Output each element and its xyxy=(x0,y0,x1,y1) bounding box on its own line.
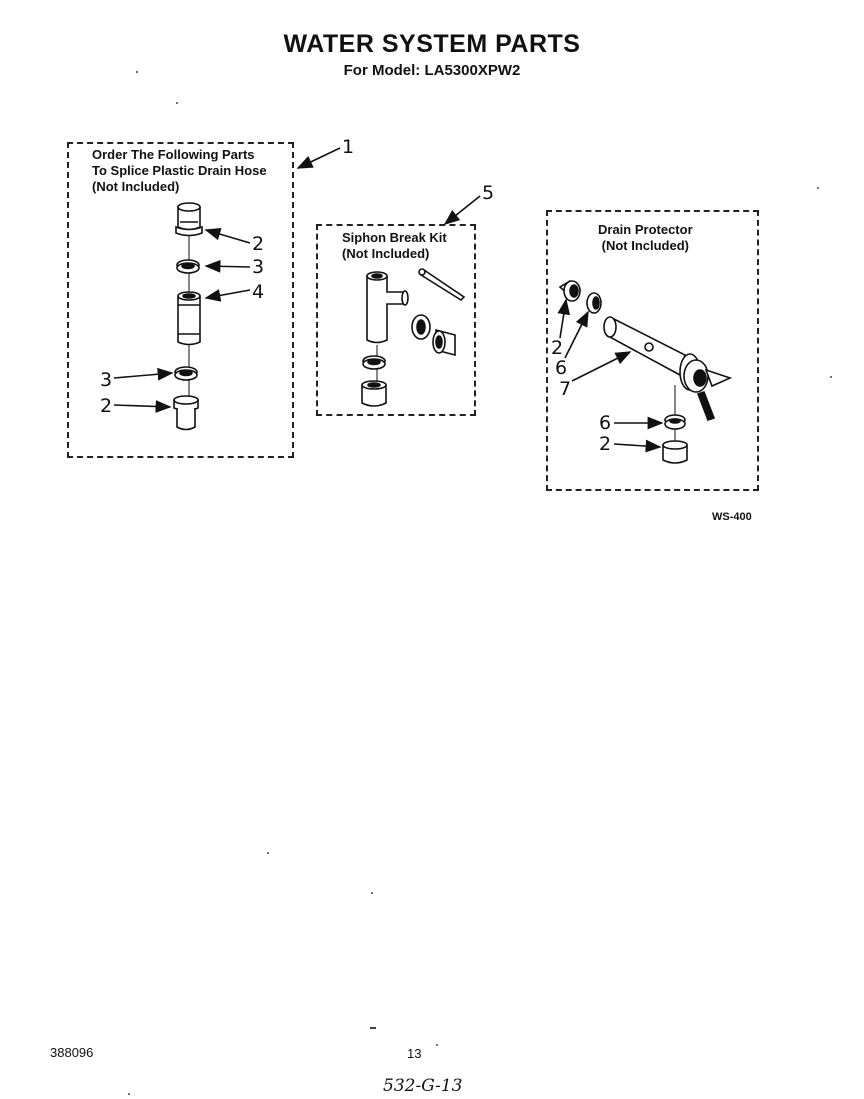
splice-label-line-3: (Not Included) xyxy=(92,179,180,194)
document-number: 388096 xyxy=(50,1045,94,1060)
splice-callout-3-bottom: 3 xyxy=(100,369,113,391)
drain-connector-top xyxy=(558,280,582,302)
siphon-kit-label: Siphon Break Kit (Not Included) xyxy=(342,230,447,262)
siphon-clamp-side xyxy=(411,314,431,340)
drain-connector-bottom xyxy=(662,440,688,464)
drain-protector-label: Drain Protector (Not Included) xyxy=(598,222,693,254)
siphon-connector-bottom xyxy=(361,380,387,407)
siphon-label-line-1: Siphon Break Kit xyxy=(342,230,447,245)
siphon-connector-side xyxy=(432,328,456,357)
splice-callout-4: 4 xyxy=(252,281,265,303)
leader-line-1 xyxy=(296,147,341,169)
drain-clamp-bottom xyxy=(664,414,686,430)
drain-callout-6-bottom: 6 xyxy=(599,412,612,434)
drain-clamp-top xyxy=(586,292,602,314)
splice-parts-box xyxy=(67,142,294,458)
drain-label-line-1: Drain Protector xyxy=(598,222,693,237)
splice-label-line-2: To Splice Plastic Drain Hose xyxy=(92,163,267,178)
splice-callout-2-bottom: 2 xyxy=(100,395,113,417)
drain-protector-body xyxy=(603,316,733,422)
splice-coupling xyxy=(177,291,201,346)
siphon-label-line-2: (Not Included) xyxy=(342,246,430,261)
splice-connector-bottom xyxy=(173,395,199,431)
splice-label-line-1: Order The Following Parts xyxy=(92,147,255,162)
splice-callout-3-top: 3 xyxy=(252,256,265,278)
figure-code: WS-400 xyxy=(712,511,752,523)
splice-clamp-top xyxy=(176,259,200,274)
ref-number-1: 1 xyxy=(342,136,355,158)
siphon-clamp-bottom xyxy=(362,355,386,370)
page-number: 13 xyxy=(407,1046,422,1061)
drain-callout-7: 7 xyxy=(559,378,572,400)
drain-callout-6-top: 6 xyxy=(555,357,568,379)
siphon-kit-box xyxy=(316,224,476,416)
page-title: WATER SYSTEM PARTS xyxy=(283,30,581,58)
siphon-tee xyxy=(366,271,409,344)
handwritten-note: 532-G-13 xyxy=(383,1076,463,1096)
splice-callout-2-top: 2 xyxy=(252,233,265,255)
siphon-pin xyxy=(418,268,466,302)
drain-callout-2-bottom: 2 xyxy=(599,433,612,455)
ref-number-5: 5 xyxy=(482,182,495,204)
model-subtitle: For Model: LA5300XPW2 xyxy=(343,62,521,79)
splice-parts-label: Order The Following Parts To Splice Plas… xyxy=(92,147,267,195)
splice-connector-top xyxy=(175,202,203,237)
drain-callout-2-top: 2 xyxy=(551,337,564,359)
splice-clamp-bottom xyxy=(174,366,198,381)
drain-protector-box xyxy=(546,210,759,491)
drain-label-line-2: (Not Included) xyxy=(601,238,690,253)
leader-line-5 xyxy=(443,195,481,225)
